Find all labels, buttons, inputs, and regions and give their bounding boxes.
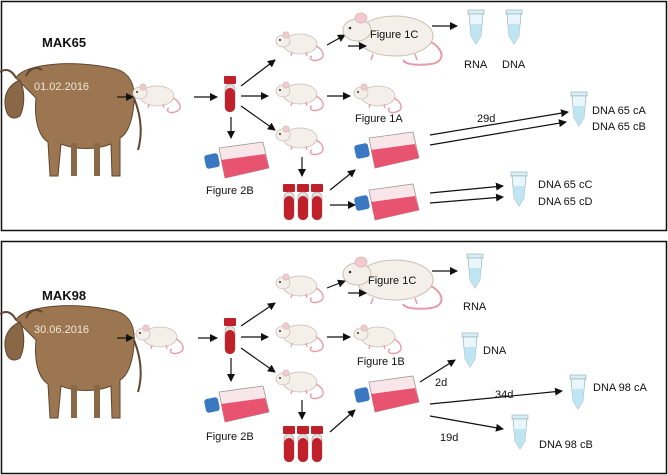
days-label: 34d <box>495 389 513 401</box>
mouse-icon <box>353 83 402 114</box>
tube-icon <box>461 332 479 368</box>
figure-1a-label: Figure 1A <box>355 113 403 125</box>
tube-icon <box>505 9 523 45</box>
cow-icon <box>0 304 142 419</box>
panel-bottom-title: MAK98 <box>42 288 86 303</box>
panel-top-date: 01.02.2016 <box>34 81 89 93</box>
rna-label: RNA <box>464 59 488 71</box>
panel-top <box>0 0 668 232</box>
dna-65-ca-label: DNA 65 cA <box>592 105 646 117</box>
mouse-icon <box>275 322 324 353</box>
tube-icon <box>510 171 528 207</box>
tube-icon <box>467 9 485 45</box>
blood-tube-icon <box>310 425 324 463</box>
flask-icon <box>203 385 270 423</box>
panel-bottom <box>0 240 668 475</box>
mouse-icon <box>132 83 181 114</box>
blood-tube-icon <box>282 183 296 221</box>
flask-icon <box>353 131 420 169</box>
arrow <box>329 409 356 433</box>
dna-65-cd-label: DNA 65 cD <box>538 196 592 208</box>
days-label: 19d <box>440 432 458 444</box>
dna-label: DNA <box>502 59 526 71</box>
arrow <box>240 302 276 327</box>
dna-98-cb-label: DNA 98 cB <box>539 439 593 451</box>
arrow <box>429 119 567 146</box>
dna-65-cc-label: DNA 65 cC <box>538 179 592 191</box>
tube-icon <box>570 91 588 127</box>
mouse-icon <box>275 81 324 112</box>
figure-1b-label: Figure 1B <box>357 356 405 368</box>
flask-icon <box>353 183 420 221</box>
mouse-icon <box>135 324 184 355</box>
flask-icon <box>353 375 420 413</box>
arrow <box>429 415 504 432</box>
tube-icon <box>569 374 587 410</box>
mouse-icon <box>275 31 324 62</box>
blood-tube-icon <box>282 425 296 463</box>
arrow <box>326 34 346 46</box>
dna-65-cb-label: DNA 65 cB <box>592 121 646 133</box>
arrow <box>326 279 346 289</box>
panel-top-title: MAK65 <box>42 35 86 50</box>
tube-icon <box>466 253 484 289</box>
panel-bottom-date: 30.06.2016 <box>34 324 89 336</box>
figure-1c-label: Figure 1C <box>368 275 416 287</box>
rna-label: RNA <box>463 301 487 313</box>
mouse-icon <box>353 324 402 355</box>
arrow <box>329 169 356 191</box>
figure-1c-label: Figure 1C <box>370 29 418 41</box>
tube-icon <box>511 414 529 450</box>
arrow <box>240 105 276 131</box>
days-label: 29d <box>477 113 495 125</box>
blood-tube-icon <box>296 425 310 463</box>
arrow <box>429 109 569 136</box>
dna-98-ca-label: DNA 98 cA <box>593 382 647 394</box>
mouse-icon <box>275 273 324 304</box>
blood-tube-icon <box>223 75 237 113</box>
blood-tube-icon <box>310 183 324 221</box>
mouse-icon <box>275 125 324 156</box>
blood-tube-icon <box>223 317 237 355</box>
mouse-icon <box>275 369 324 400</box>
flask-icon <box>203 141 270 179</box>
dna-label: DNA <box>483 345 507 357</box>
arrow <box>419 359 456 383</box>
figure-2b-label: Figure 2B <box>206 431 254 443</box>
figure-2b-label: Figure 2B <box>206 185 254 197</box>
days-label: 2d <box>435 377 447 389</box>
arrow <box>429 387 563 405</box>
arrow <box>429 193 504 204</box>
arrow <box>240 59 276 87</box>
arrow <box>240 347 276 373</box>
blood-tube-icon <box>296 183 310 221</box>
arrow <box>429 182 504 194</box>
